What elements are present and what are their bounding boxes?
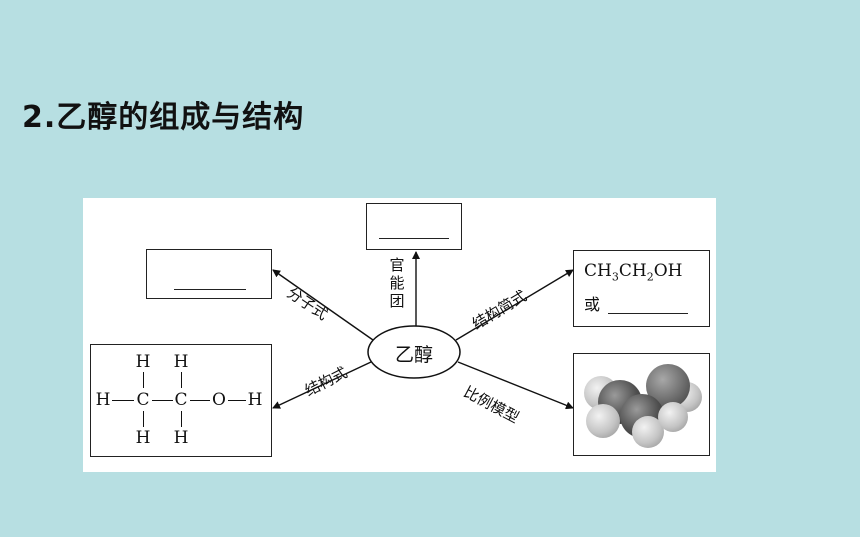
simplified-formula-box: CH3CH2OH 或 xyxy=(573,250,710,327)
atom-h: H xyxy=(95,390,111,410)
bond xyxy=(181,411,182,427)
arrow-to-ratio-model xyxy=(457,361,574,410)
space-filling-model xyxy=(574,354,708,454)
atom-h: H xyxy=(247,390,263,410)
atom-o: O xyxy=(212,390,226,410)
hydrogen-atom xyxy=(658,402,688,432)
structural-formula-box: H H H C C O H H H xyxy=(90,344,272,457)
simplified-formula: CH3CH2OH xyxy=(584,261,683,284)
atom-h: H xyxy=(135,428,151,448)
bond xyxy=(143,372,144,388)
center-ellipse xyxy=(367,325,461,379)
answer-blank xyxy=(379,238,449,239)
ethanol-concept-map: 乙醇 官能团 分子式 CH3CH2OH 或 结构简式 H H H C C O H… xyxy=(83,198,716,472)
bond xyxy=(181,372,182,388)
atom-h: H xyxy=(173,428,189,448)
molecular-formula-box xyxy=(146,249,272,299)
arrow-to-simplified-formula xyxy=(455,269,574,341)
or-label: 或 xyxy=(584,295,601,314)
atom-h: H xyxy=(135,352,151,372)
answer-blank xyxy=(608,313,688,314)
arrow-to-structural-formula xyxy=(272,361,372,409)
atom-c: C xyxy=(136,390,150,410)
arrows-layer xyxy=(272,251,574,410)
bond xyxy=(143,411,144,427)
atom-h: H xyxy=(173,352,189,372)
bond xyxy=(228,400,246,401)
bond xyxy=(190,400,210,401)
arrow-to-molecular-formula xyxy=(272,269,374,341)
bond xyxy=(112,400,134,401)
hydrogen-atom xyxy=(586,404,620,438)
functional-group-box xyxy=(366,203,462,250)
atom-c: C xyxy=(174,390,188,410)
bond xyxy=(152,400,173,401)
ratio-model-box xyxy=(573,353,710,456)
center-label: 乙醇 xyxy=(395,344,434,366)
slide-heading: 2.乙醇的组成与结构 xyxy=(22,100,305,135)
answer-blank xyxy=(174,289,246,290)
functional-group-label: 官能团 xyxy=(389,256,405,310)
